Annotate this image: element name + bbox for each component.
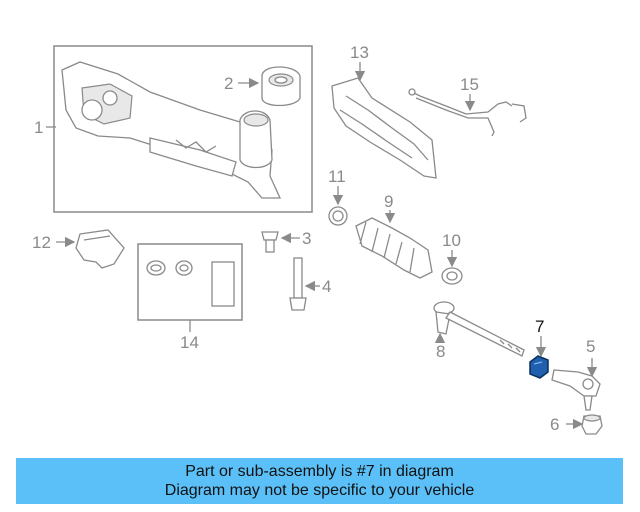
- callout-9: 9: [384, 192, 393, 211]
- part-9-boot: [355, 217, 433, 279]
- callout-10: 10: [442, 231, 461, 250]
- banner-line-2: Diagram may not be specific to your vehi…: [164, 482, 475, 499]
- part-14-kit: [137, 243, 243, 321]
- callout-5: 5: [586, 337, 595, 356]
- part-5-outer-tie-rod-end: [551, 369, 601, 411]
- part-10-clamp: [441, 267, 463, 285]
- leader-lines: [46, 62, 598, 430]
- part-4-bolt: [289, 257, 307, 311]
- part-2-mount: [261, 66, 301, 107]
- callout-15: 15: [460, 75, 479, 94]
- part-13-cover: [331, 77, 437, 179]
- part-15-hose: [408, 88, 527, 137]
- part-6-nut: [581, 414, 603, 435]
- part-11-clamp: [328, 206, 348, 226]
- callout-4: 4: [322, 277, 331, 296]
- part-3-bolt: [261, 231, 279, 253]
- callout-1: 1: [34, 118, 43, 137]
- callout-13: 13: [350, 43, 369, 62]
- callout-14: 14: [180, 333, 199, 352]
- callout-12: 12: [32, 233, 51, 252]
- part-7-nut: [529, 355, 549, 379]
- callout-11: 11: [328, 167, 346, 186]
- callout-8: 8: [436, 342, 445, 361]
- callout-6: 6: [550, 415, 559, 434]
- part-12-bracket: [75, 229, 125, 269]
- callout-7: 7: [535, 317, 544, 336]
- part-1-steering-gear-assembly: [53, 45, 313, 213]
- callout-2: 2: [224, 74, 233, 93]
- info-banner: Part or sub-assembly is #7 in diagram Di…: [16, 458, 623, 504]
- banner-line-1: Part or sub-assembly is #7 in diagram: [185, 463, 454, 480]
- callout-3: 3: [302, 229, 311, 248]
- part-8-inner-tie-rod: [433, 301, 525, 357]
